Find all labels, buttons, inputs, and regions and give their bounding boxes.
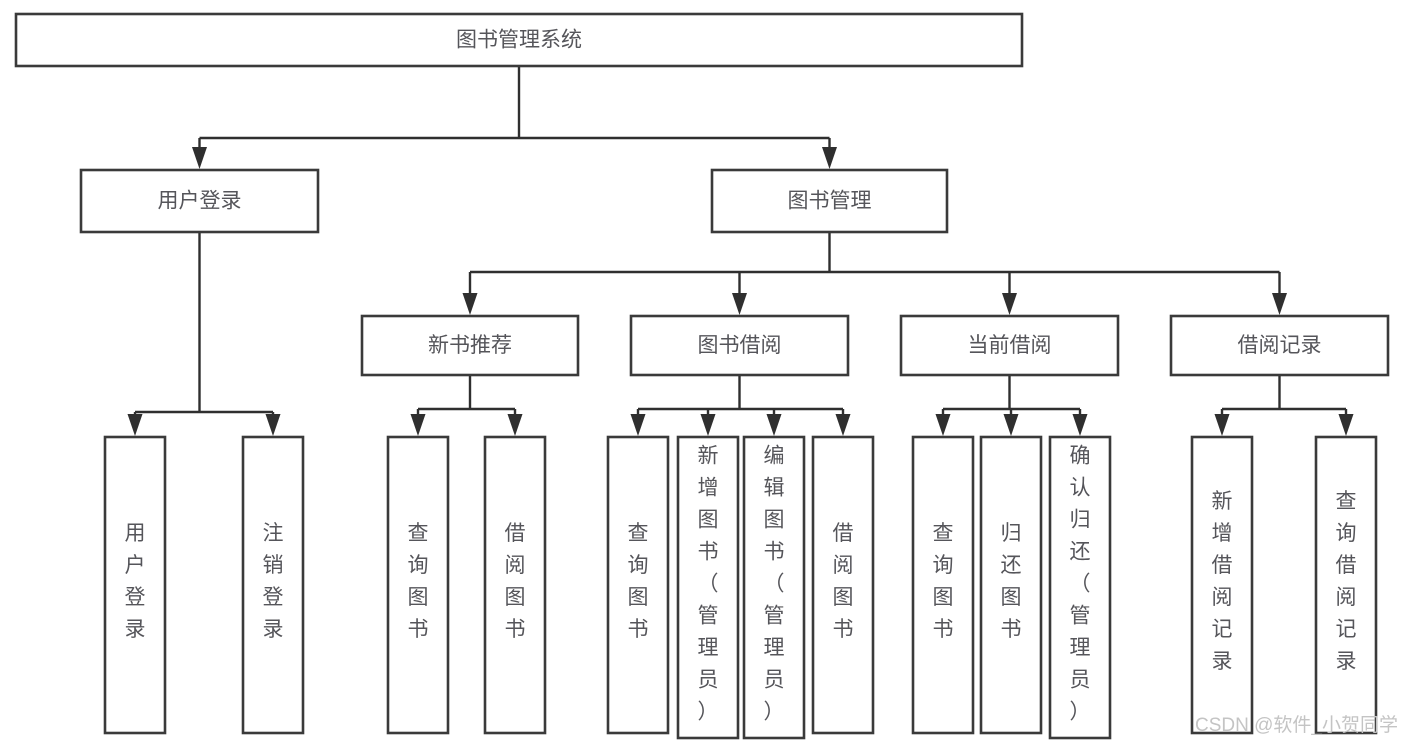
node-label: 查询借阅记录 (1336, 490, 1357, 673)
node-box (1190, 435, 1254, 735)
node-box (1048, 435, 1112, 740)
node-box (899, 314, 1120, 377)
node-label: 借阅图书 (505, 522, 526, 641)
node-box (241, 435, 305, 735)
node-label: 查询图书 (933, 522, 954, 641)
node-label: 新书推荐 (428, 334, 512, 357)
node-box (1169, 314, 1390, 377)
connector-layer (127, 66, 1354, 436)
node-box (676, 435, 740, 740)
node-leaf-borrow-book-1[interactable]: 借阅图书 (483, 435, 547, 735)
node-label: 用户登录 (125, 522, 146, 641)
node-label: 注销登录 (263, 522, 284, 641)
node-leaf-edit-book[interactable]: 编辑图书（管理员） (742, 435, 806, 740)
node-label: 图书管理 (788, 190, 872, 213)
node-box (606, 435, 670, 735)
node-label: 新增图书（管理员） (698, 445, 719, 724)
node-label: 查询图书 (628, 522, 649, 641)
node-leaf-query-book-2[interactable]: 查询图书 (606, 435, 670, 735)
node-label: 当前借阅 (968, 334, 1052, 357)
node-label: 编辑图书（管理员） (764, 445, 785, 724)
node-book-manage[interactable]: 图书管理 (710, 168, 949, 234)
node-label: 图书借阅 (698, 334, 782, 357)
node-box (103, 435, 167, 735)
node-leaf-query-book-3[interactable]: 查询图书 (911, 435, 975, 735)
node-leaf-user-login[interactable]: 用户登录 (103, 435, 167, 735)
node-label: 查询图书 (408, 522, 429, 641)
node-label: 借阅记录 (1238, 334, 1322, 357)
node-leaf-query-book-1[interactable]: 查询图书 (386, 435, 450, 735)
node-borrow-record[interactable]: 借阅记录 (1169, 314, 1390, 377)
node-box (742, 435, 806, 740)
node-leaf-borrow-book-2[interactable]: 借阅图书 (811, 435, 875, 735)
node-box (911, 435, 975, 735)
node-label: 用户登录 (158, 190, 242, 213)
node-leaf-add-book[interactable]: 新增图书（管理员） (676, 435, 740, 740)
node-label: 新增借阅记录 (1212, 490, 1233, 673)
csdn-watermark: CSDN @软件_小贺同学 (1195, 714, 1398, 736)
node-box (1314, 435, 1378, 735)
node-user-login[interactable]: 用户登录 (79, 168, 320, 234)
node-box (979, 435, 1043, 735)
node-leaf-query-record[interactable]: 查询借阅记录 (1314, 435, 1378, 735)
node-new-book-rec[interactable]: 新书推荐 (360, 314, 580, 377)
node-box (710, 168, 949, 234)
node-label: 确认归还（管理员） (1070, 445, 1091, 724)
node-label: 归还图书 (1001, 522, 1022, 641)
node-box (629, 314, 850, 377)
node-root[interactable]: 图书管理系统 (14, 12, 1024, 68)
node-layer: 图书管理系统用户登录图书管理新书推荐图书借阅当前借阅借阅记录用户登录注销登录查询… (14, 12, 1390, 740)
node-box (360, 314, 580, 377)
node-box (483, 435, 547, 735)
node-current-borrow[interactable]: 当前借阅 (899, 314, 1120, 377)
node-label: 图书管理系统 (456, 29, 582, 52)
node-leaf-return-book[interactable]: 归还图书 (979, 435, 1043, 735)
node-label: 借阅图书 (833, 522, 854, 641)
node-box (811, 435, 875, 735)
node-leaf-confirm-return[interactable]: 确认归还（管理员） (1048, 435, 1112, 740)
node-box (14, 12, 1024, 68)
node-book-borrow[interactable]: 图书借阅 (629, 314, 850, 377)
node-box (79, 168, 320, 234)
node-box (386, 435, 450, 735)
node-leaf-logout[interactable]: 注销登录 (241, 435, 305, 735)
node-leaf-add-record[interactable]: 新增借阅记录 (1190, 435, 1254, 735)
